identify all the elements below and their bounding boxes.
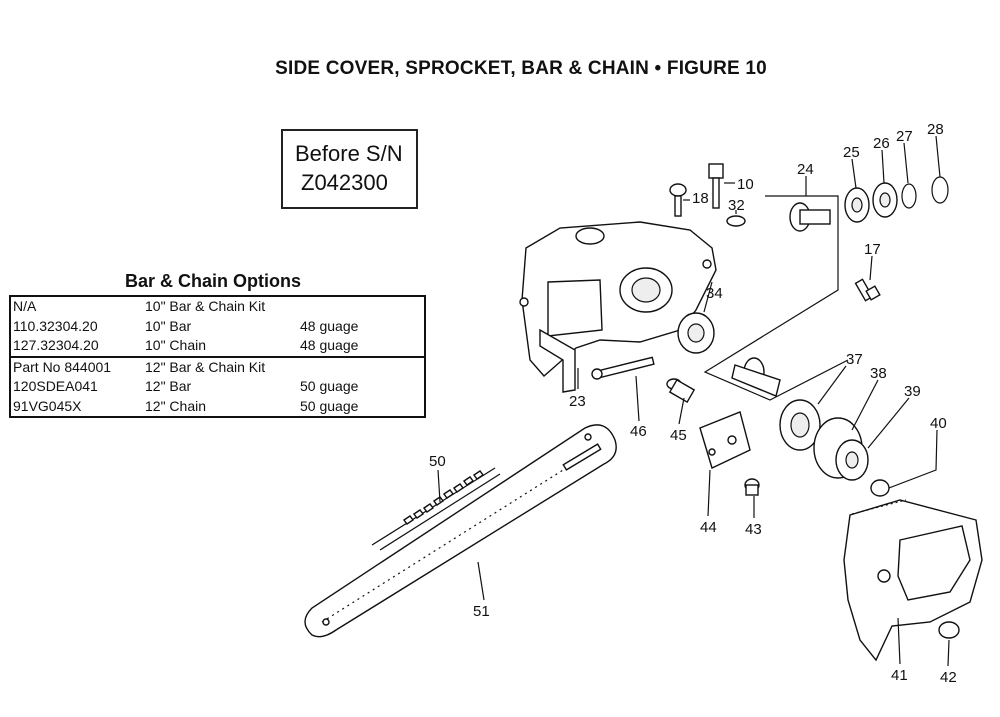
table-row: 127.32304.20 10" Chain 48 guage: [11, 336, 424, 356]
bearing-34-bore: [687, 323, 705, 343]
callout-34: 34: [706, 285, 723, 302]
serial-note-line1: Before S/N: [295, 141, 403, 166]
part-number: 120SDEA041: [13, 378, 98, 394]
options-group-10in: N/A 10" Bar & Chain Kit 110.32304.20 10"…: [11, 297, 424, 358]
guide-bar: [304, 424, 617, 638]
clutch-drum-37-hub: [790, 412, 810, 438]
bolt-17: [854, 278, 881, 302]
adjuster-43: [744, 478, 760, 496]
callout-37: 37: [846, 351, 863, 368]
callout-43: 43: [745, 521, 762, 538]
part-description: 12" Bar: [145, 378, 192, 394]
washer-32: [726, 215, 746, 227]
part-number: 110.32304.20: [13, 317, 98, 334]
ring-28: [931, 176, 949, 204]
part-gauge: 50 guage: [300, 397, 359, 414]
gear-housing: [519, 221, 717, 393]
callout-32: 32: [728, 197, 745, 214]
part-number: 127.32304.20: [13, 337, 99, 353]
part-description: 10" Chain: [145, 337, 207, 353]
callout-41: 41: [891, 667, 908, 684]
part-gauge: 48 guage: [300, 337, 359, 353]
callout-40: 40: [930, 415, 947, 432]
options-table: N/A 10" Bar & Chain Kit 110.32304.20 10"…: [9, 295, 426, 418]
bar-stud-46: [591, 356, 655, 380]
table-row: N/A 10" Bar & Chain Kit: [11, 297, 424, 317]
table-row: 120SDEA041 12" Bar 50 guage: [11, 377, 424, 397]
part-description: 10" Bar: [145, 317, 192, 334]
callout-39: 39: [904, 383, 921, 400]
part-description: 12" Bar & Chain Kit: [145, 358, 266, 375]
serial-note-line2: Z042300: [301, 170, 388, 195]
callout-26: 26: [873, 135, 890, 152]
callout-23: 23: [569, 393, 586, 410]
nut-42: [938, 621, 960, 639]
callout-24: 24: [797, 161, 814, 178]
sprocket-assembly: [703, 195, 849, 401]
callout-25: 25: [843, 144, 860, 161]
callout-46: 46: [630, 423, 647, 440]
part-description: 10" Bar & Chain Kit: [145, 298, 266, 314]
callout-38: 38: [870, 365, 887, 382]
table-row: Part No 844001 12" Bar & Chain Kit: [11, 358, 424, 378]
nut-40: [870, 479, 890, 497]
callout-50: 50: [429, 453, 446, 470]
callout-27: 27: [896, 128, 913, 145]
callout-10: 10: [737, 176, 754, 193]
table-row: 91VG045X 12" Chain 50 guage: [11, 397, 424, 417]
pin-45: [666, 378, 696, 404]
part-number: Part No 844001: [13, 358, 112, 375]
serial-note-box: Before S/N Z042300: [281, 129, 418, 209]
page-title: SIDE COVER, SPROCKET, BAR & CHAIN • FIGU…: [275, 58, 767, 79]
callout-45: 45: [670, 427, 687, 444]
bearing-25-bore: [851, 197, 863, 213]
options-group-12in: Part No 844001 12" Bar & Chain Kit 120SD…: [11, 358, 424, 417]
options-title: Bar & Chain Options: [125, 271, 302, 291]
saw-chain: [371, 467, 501, 551]
callout-44: 44: [700, 519, 717, 536]
callout-28: 28: [927, 121, 944, 138]
part-gauge: 48 guage: [300, 317, 359, 334]
bolt-10: [708, 163, 724, 209]
ring-27: [901, 183, 917, 209]
bearing-26-bore: [879, 192, 891, 208]
leader-lines: [437, 135, 950, 667]
callout-18: 18: [692, 190, 709, 207]
callout-17: 17: [864, 241, 881, 258]
tensioner-plate-44: [699, 411, 751, 469]
part-number: N/A: [13, 298, 37, 314]
side-cover-41: [843, 499, 983, 662]
clutch-plate-39-hub: [845, 451, 859, 469]
part-number: 91VG045X: [13, 397, 82, 414]
callout-42: 42: [940, 669, 957, 686]
table-row: 110.32304.20 10" Bar 48 guage: [11, 317, 424, 337]
callout-51: 51: [473, 603, 490, 620]
part-gauge: 50 guage: [300, 378, 359, 394]
part-description: 12" Chain: [145, 397, 207, 414]
screw-18: [669, 183, 687, 217]
